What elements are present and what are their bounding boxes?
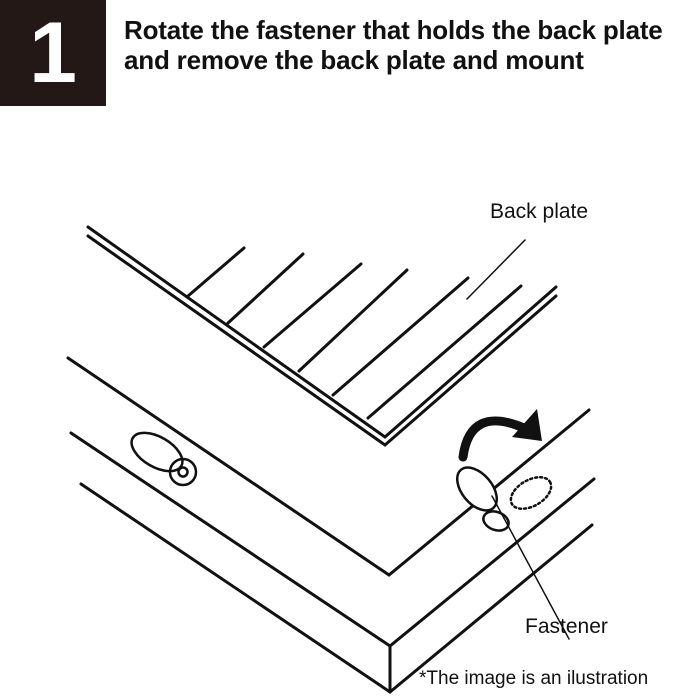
illustration-footnote: *The image is an ilustration [419,668,649,689]
step-title: Rotate the fastener that holds the back … [124,15,663,75]
fastener-label: Fastener [525,615,608,638]
rotate-arrow-icon [458,409,542,462]
back-plate-label: Back plate [490,200,589,223]
right-fastener-icon [455,466,553,532]
fastener-leader-line [491,495,570,640]
step-number-badge: 1 [0,0,106,106]
back-plate [86,225,558,447]
back-plate-leader-line [466,239,526,300]
frame [66,356,596,694]
left-fastener-icon [130,431,198,487]
